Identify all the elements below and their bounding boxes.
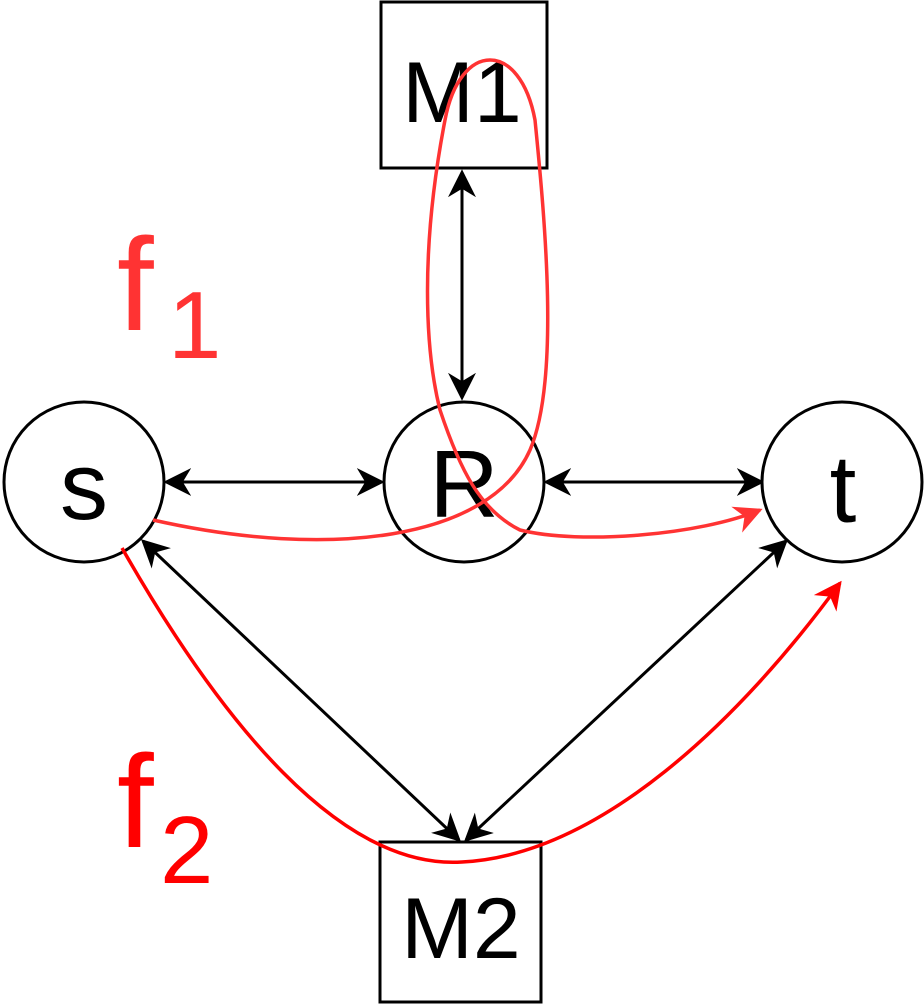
edge-s-m2 bbox=[140, 539, 462, 842]
edge-t-m2 bbox=[463, 539, 789, 842]
node-t bbox=[760, 400, 924, 564]
flow-f1-subscript: 1 bbox=[168, 272, 221, 379]
flow-f1-base: f bbox=[117, 211, 154, 358]
flow-f2-subscript: 2 bbox=[160, 797, 213, 904]
node-s bbox=[2, 400, 166, 564]
box-m1 bbox=[379, 0, 549, 170]
box-m2-label: M2 bbox=[401, 881, 520, 977]
box-m1-label: M1 bbox=[402, 45, 521, 141]
box-m2 bbox=[378, 840, 543, 1004]
flow-f2-path bbox=[120, 547, 842, 864]
flow-f2-label: f2 bbox=[117, 728, 213, 904]
flow-f1-path bbox=[152, 58, 763, 542]
flow-f2-base: f bbox=[117, 728, 154, 875]
node-s-label: s bbox=[60, 433, 108, 540]
node-t-label: t bbox=[830, 436, 857, 543]
